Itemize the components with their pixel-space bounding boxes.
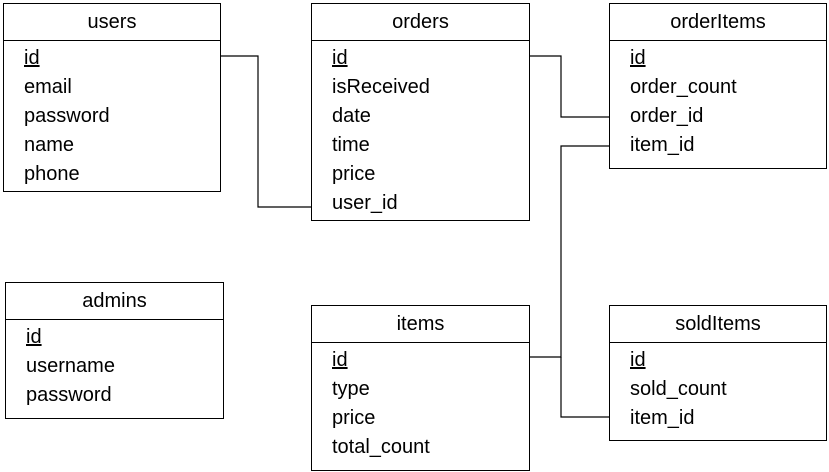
attribute-primary-key: id (24, 47, 40, 69)
attribute: order_count (630, 76, 737, 98)
entity-orderitems: orderItems id order_count order_id item_… (609, 3, 827, 169)
attribute-primary-key: id (332, 47, 348, 69)
entity-title: admins (6, 283, 223, 320)
attribute: user_id (332, 192, 398, 214)
entity-title: users (4, 4, 220, 41)
attribute-list: id type price total_count (312, 343, 529, 462)
attribute: price (332, 407, 376, 429)
connector-orders-orderitems (529, 55, 609, 118)
attribute-list: id email password name phone (4, 41, 220, 189)
connector-users-orders (220, 55, 311, 208)
entity-admins: admins id username password (5, 282, 224, 419)
entity-title: items (312, 306, 529, 343)
attribute: item_id (630, 407, 695, 429)
entity-solditems: soldItems id sold_count item_id (609, 305, 827, 441)
attribute: date (332, 105, 371, 127)
attribute-list: id username password (6, 320, 223, 410)
entity-items: items id type price total_count (311, 305, 530, 471)
connector-items-solditems (560, 357, 609, 418)
attribute: isReceived (332, 76, 430, 98)
attribute: price (332, 163, 376, 185)
entity-title: soldItems (610, 306, 826, 343)
attribute: phone (24, 163, 80, 185)
attribute-list: id isReceived date time price user_id (312, 41, 529, 218)
attribute-primary-key: id (630, 349, 646, 371)
attribute: sold_count (630, 378, 727, 400)
entity-users: users id email password name phone (3, 3, 221, 192)
entity-title: orderItems (610, 4, 826, 41)
attribute: total_count (332, 436, 430, 458)
attribute-primary-key: id (26, 326, 42, 348)
attribute-primary-key: id (630, 47, 646, 69)
attribute: type (332, 378, 370, 400)
entity-title: orders (312, 4, 529, 41)
attribute: name (24, 134, 75, 156)
attribute: time (332, 134, 370, 156)
entity-orders: orders id isReceived date time price use… (311, 3, 530, 221)
attribute: order_id (630, 105, 704, 127)
attribute: password (24, 105, 110, 127)
attribute-primary-key: id (332, 349, 348, 371)
attribute-list: id sold_count item_id (610, 343, 826, 433)
attribute: email (24, 76, 72, 98)
attribute: username (26, 355, 115, 377)
attribute-list: id order_count order_id item_id (610, 41, 826, 160)
connector-items-orderitems (529, 145, 609, 358)
attribute: password (26, 384, 112, 406)
attribute: item_id (630, 134, 695, 156)
